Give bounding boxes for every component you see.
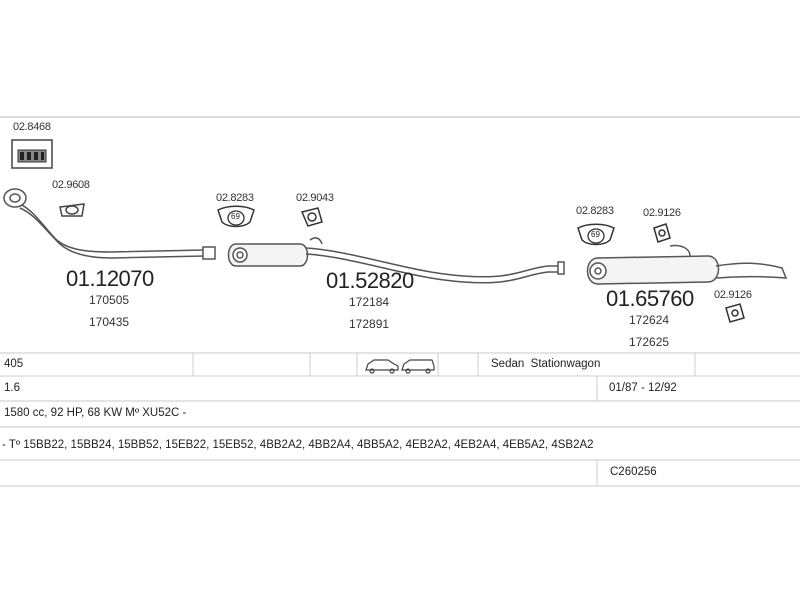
rear-silencer-ref-1: 172624 (629, 313, 670, 327)
mount-2-code: 02.8283 (576, 205, 614, 217)
rear-silencer-drawing (586, 244, 788, 285)
clamp-box-icon (11, 139, 53, 169)
bracket-3-code: 02.9126 (714, 289, 752, 301)
sedan-car-icon (365, 359, 399, 374)
mount-1-code: 02.8283 (216, 192, 254, 204)
front-pipe-drawing (3, 188, 216, 260)
gasket-icon (59, 203, 85, 217)
engine-cell: 1.6 (4, 382, 20, 394)
rubber-mount-2-icon (577, 223, 615, 246)
clamp-box-code: 02.8468 (13, 121, 51, 133)
middle-silencer-code: 01.52820 (326, 268, 414, 293)
rear-silencer-ref-2: 172625 (629, 335, 670, 349)
mount-1-badge: 69 (231, 212, 240, 221)
front-pipe-code: 01.12070 (66, 266, 154, 291)
engine-details-cell: 1580 cc, 92 HP, 68 KW Mº XU52C - (4, 407, 187, 419)
type-codes-cell: - Tº 15BB22, 15BB24, 15BB52, 15EB22, 15E… (2, 439, 594, 451)
rubber-mount-1-icon (217, 205, 255, 228)
bracket-1-code: 02.9043 (296, 192, 334, 204)
catalog-ref-cell: C260256 (610, 466, 657, 478)
front-pipe-ref-2: 170435 (89, 315, 130, 329)
middle-silencer-ref-2: 172891 (349, 317, 390, 331)
middle-silencer-ref-1: 172184 (349, 295, 390, 309)
stationwagon-car-icon (401, 359, 435, 374)
bracket-1-icon (300, 207, 323, 227)
body-types-cell: Sedan Stationwagon (491, 358, 601, 370)
bracket-2-icon (653, 223, 671, 243)
bracket-2-code: 02.9126 (643, 207, 681, 219)
bracket-3-icon (725, 303, 745, 323)
years-cell: 01/87 - 12/92 (609, 382, 677, 394)
rear-silencer-code: 01.65760 (606, 286, 694, 311)
middle-silencer-drawing (227, 237, 565, 284)
mount-2-badge: 69 (591, 230, 600, 239)
model-cell: 405 (4, 358, 24, 370)
gasket-code: 02.9608 (52, 179, 90, 191)
spec-table-grid (0, 352, 800, 487)
front-pipe-ref-1: 170505 (89, 293, 130, 307)
